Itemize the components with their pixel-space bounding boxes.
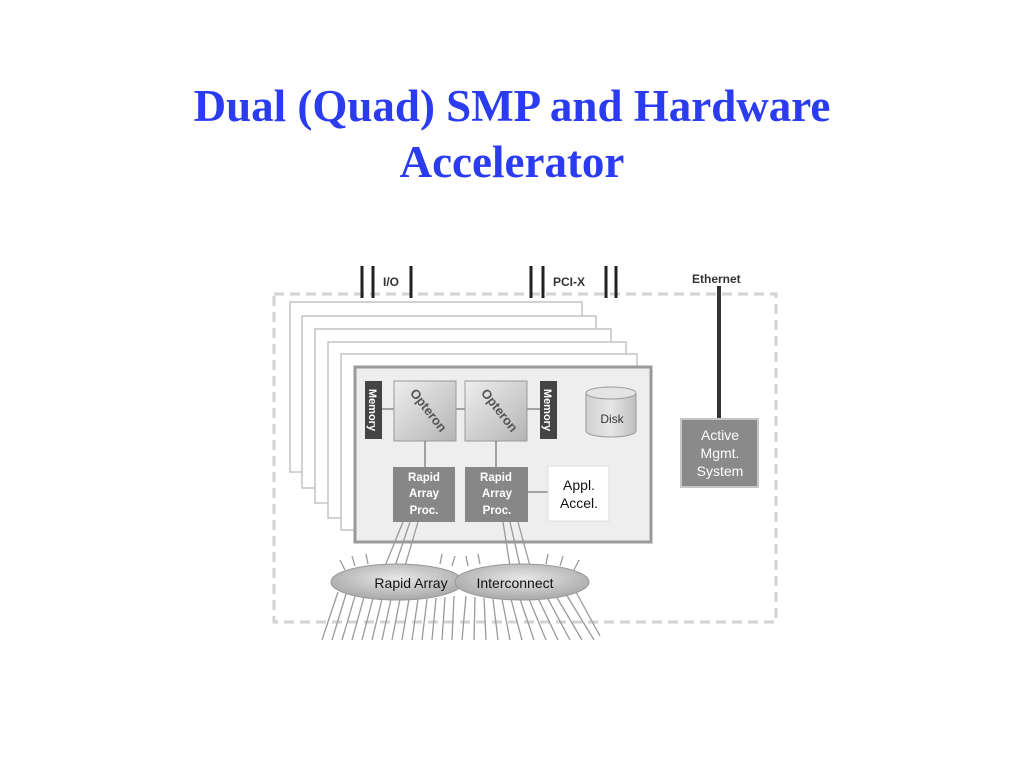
svg-text:Rapid: Rapid bbox=[408, 472, 440, 484]
interconnect-links bbox=[321, 521, 601, 641]
pcix-label: PCI-X bbox=[553, 275, 585, 289]
title-line-1: Dual (Quad) SMP and Hardware bbox=[193, 81, 831, 131]
ethernet-link: Ethernet bbox=[692, 272, 741, 420]
io-bus: I/O bbox=[360, 266, 413, 298]
svg-text:Appl.: Appl. bbox=[563, 477, 595, 493]
title-line-2: Accelerator bbox=[399, 137, 625, 187]
disk-label: Disk bbox=[600, 412, 624, 426]
svg-text:System: System bbox=[697, 463, 744, 479]
system-enclosure bbox=[272, 292, 778, 624]
svg-text:Memory: Memory bbox=[366, 389, 378, 432]
opteron-cpu-1: Opteron bbox=[393, 380, 457, 442]
rapid-array-processor-2: Rapid Array Proc. bbox=[465, 467, 528, 522]
rapid-array-processor-1: Rapid Array Proc. bbox=[393, 467, 455, 522]
memory-right: Memory bbox=[540, 381, 557, 439]
memory-left: Memory bbox=[365, 381, 382, 439]
active-management-system: Active Mgmt. System bbox=[680, 418, 759, 488]
ethernet-label: Ethernet bbox=[692, 272, 741, 286]
svg-text:Rapid: Rapid bbox=[480, 472, 512, 484]
application-accelerator: Appl. Accel. bbox=[547, 465, 610, 522]
svg-text:Accel.: Accel. bbox=[560, 495, 598, 511]
svg-text:Proc.: Proc. bbox=[410, 505, 439, 517]
svg-text:Mgmt.: Mgmt. bbox=[701, 445, 740, 461]
svg-text:Array: Array bbox=[482, 488, 513, 500]
rapid-array-interconnect: Rapid Array Interconnect bbox=[330, 563, 590, 601]
disk-icon: Disk bbox=[585, 386, 637, 438]
interconnect-label-right: Interconnect bbox=[476, 575, 553, 591]
slide-title: Dual (Quad) SMP and Hardware Accelerator bbox=[0, 78, 1024, 190]
io-label: I/O bbox=[383, 275, 399, 289]
svg-text:Proc.: Proc. bbox=[483, 505, 512, 517]
svg-text:Memory: Memory bbox=[541, 389, 553, 432]
pcix-bus: PCI-X bbox=[529, 266, 618, 298]
interconnect-label-left: Rapid Array bbox=[374, 575, 447, 591]
svg-text:Active: Active bbox=[701, 427, 739, 443]
opteron-cpu-2: Opteron bbox=[464, 380, 528, 442]
svg-text:Array: Array bbox=[409, 488, 440, 500]
